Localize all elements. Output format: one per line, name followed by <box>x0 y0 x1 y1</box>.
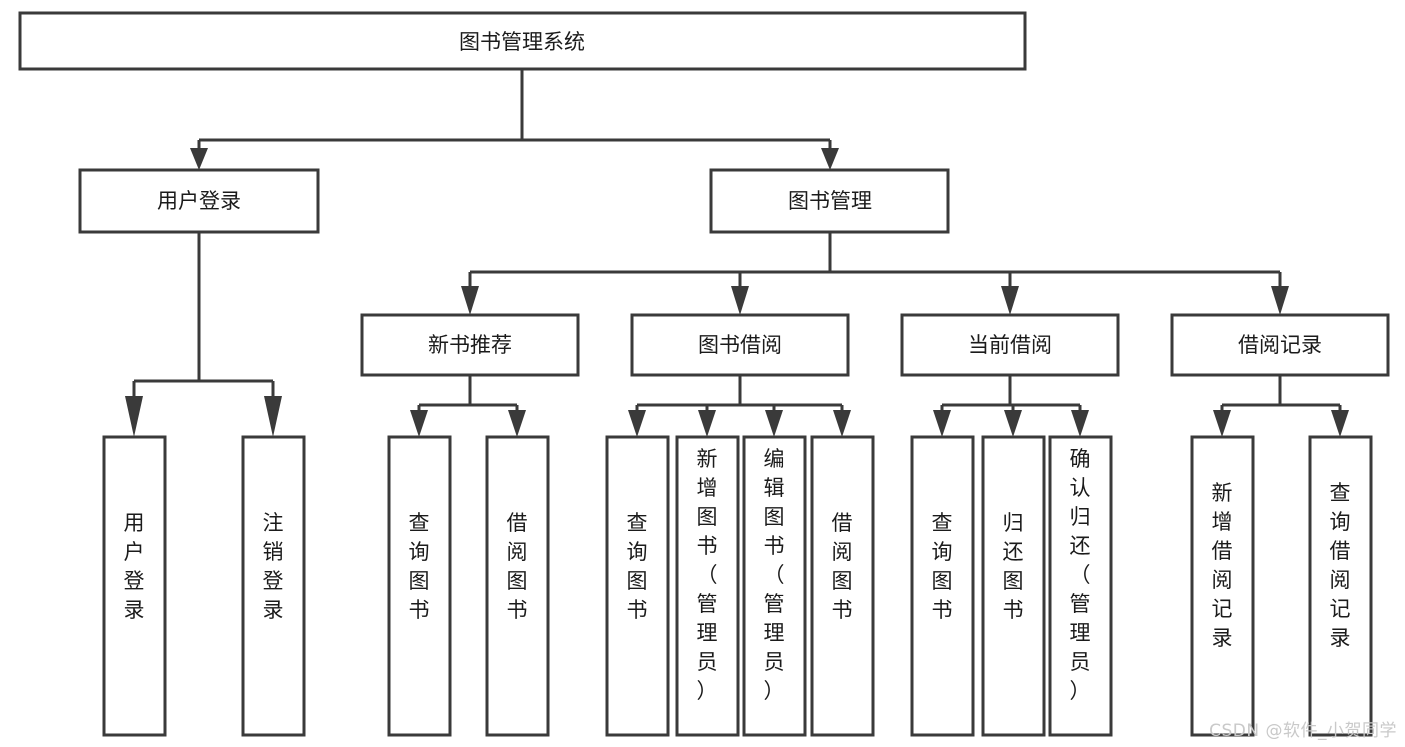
leaf-node[interactable]: 确认归还（管理员） <box>1048 435 1113 737</box>
node-borrow-records-box[interactable] <box>1170 313 1390 377</box>
arrow-new-books-leaf-1 <box>410 410 428 437</box>
leaf-search-book-current-label: 查询图书 <box>932 511 953 622</box>
arrow-borrow-leaf-4 <box>833 410 851 437</box>
leaf-node[interactable]: 查询图书 <box>605 435 670 737</box>
leaf-edit-book-admin-label: 编辑图书（管理员） <box>764 447 785 703</box>
arrow-borrow-leaf-1 <box>628 410 646 437</box>
node-root-system[interactable]: 图书管理系统 <box>18 11 1027 71</box>
leaf-return-book-label: 归还图书 <box>1003 511 1024 622</box>
arrow-current-leaf-2 <box>1004 410 1022 437</box>
arrow-current-leaf-3 <box>1071 410 1089 437</box>
leaf-node[interactable]: 用户登录 <box>102 435 167 737</box>
leaf-node[interactable]: 编辑图书（管理员） <box>742 435 807 737</box>
leaf-node[interactable]: 借阅图书 <box>810 435 875 737</box>
leaf-node[interactable]: 注销登录 <box>241 435 306 737</box>
node-borrow-records[interactable]: 借阅记录 <box>1170 313 1390 377</box>
arrow-user-login-leaf-2 <box>264 396 282 437</box>
node-root-system-label: 图书管理系统 <box>459 30 585 54</box>
arrow-records-leaf-1 <box>1213 410 1231 437</box>
leaf-user-login-box[interactable] <box>102 435 167 737</box>
leaf-user-login-label: 用户登录 <box>124 511 145 622</box>
leaf-node[interactable]: 查询借阅记录 <box>1308 435 1373 737</box>
arrow-root-to-book-mgmt <box>821 148 839 170</box>
node-book-borrow-box[interactable] <box>630 313 850 377</box>
leaf-add-book-admin-label: 新增图书（管理员） <box>697 447 718 703</box>
leaf-node[interactable]: 查询图书 <box>387 435 452 737</box>
leaf-add-borrow-record-label: 新增借阅记录 <box>1212 481 1233 650</box>
leaf-node[interactable]: 新增借阅记录 <box>1190 435 1255 737</box>
arrow-book-mgmt-borrow <box>731 286 749 315</box>
leaf-search-borrow-record-box[interactable] <box>1308 435 1373 737</box>
arrow-book-mgmt-records <box>1271 286 1289 315</box>
node-current-borrow-label: 当前借阅 <box>968 333 1052 357</box>
leaf-node[interactable]: 查询图书 <box>910 435 975 737</box>
arrow-book-mgmt-current <box>1001 286 1019 315</box>
node-book-borrow-label: 图书借阅 <box>698 333 782 357</box>
arrow-root-to-user-login <box>190 148 208 170</box>
arrow-records-leaf-2 <box>1331 410 1349 437</box>
arrow-borrow-leaf-3 <box>765 410 783 437</box>
leaf-borrow-book-box[interactable] <box>810 435 875 737</box>
node-root-system-box[interactable] <box>18 11 1027 71</box>
leaf-add-borrow-record-box[interactable] <box>1190 435 1255 737</box>
arrow-borrow-leaf-2 <box>698 410 716 437</box>
leaf-search-book-borrow-box[interactable] <box>605 435 670 737</box>
arrow-new-books-leaf-2 <box>508 410 526 437</box>
node-new-book-recommend-label: 新书推荐 <box>428 333 512 357</box>
leaf-node[interactable]: 新增图书（管理员） <box>675 435 740 737</box>
leaf-borrow-book-recommend-label: 借阅图书 <box>507 511 528 622</box>
arrow-current-leaf-1 <box>933 410 951 437</box>
node-new-book-recommend[interactable]: 新书推荐 <box>360 313 580 377</box>
leaf-return-book-box[interactable] <box>981 435 1046 737</box>
leaf-node[interactable]: 归还图书 <box>981 435 1046 737</box>
arrow-user-login-leaf-1 <box>125 396 143 437</box>
node-borrow-records-label: 借阅记录 <box>1238 333 1322 357</box>
node-book-management[interactable]: 图书管理 <box>709 168 950 234</box>
leaf-logout-box[interactable] <box>241 435 306 737</box>
leaf-edit-book-admin-box[interactable] <box>742 435 807 737</box>
leaf-logout-label: 注销登录 <box>263 511 284 622</box>
leaf-borrow-book-recommend-box[interactable] <box>485 435 550 737</box>
leaf-search-book-borrow-label: 查询图书 <box>627 511 648 622</box>
node-book-management-box[interactable] <box>709 168 950 234</box>
leaf-search-book-recommend-box[interactable] <box>387 435 452 737</box>
arrow-book-mgmt-new-books <box>461 286 479 315</box>
connector-layer <box>125 69 1349 437</box>
node-book-borrow[interactable]: 图书借阅 <box>630 313 850 377</box>
node-new-book-recommend-box[interactable] <box>360 313 580 377</box>
node-book-management-label: 图书管理 <box>788 189 872 213</box>
leaf-search-borrow-record-label: 查询借阅记录 <box>1330 481 1351 650</box>
node-user-login[interactable]: 用户登录 <box>78 168 320 234</box>
leaf-search-book-current-box[interactable] <box>910 435 975 737</box>
leaf-add-book-admin-box[interactable] <box>675 435 740 737</box>
node-user-login-label: 用户登录 <box>157 189 241 213</box>
node-current-borrow-box[interactable] <box>900 313 1120 377</box>
node-user-login-box[interactable] <box>78 168 320 234</box>
leaf-search-book-recommend-label: 查询图书 <box>409 511 430 622</box>
node-current-borrow[interactable]: 当前借阅 <box>900 313 1120 377</box>
leaf-confirm-return-admin-box[interactable] <box>1048 435 1113 737</box>
leaf-confirm-return-admin-label: 确认归还（管理员） <box>1070 447 1091 703</box>
leaf-borrow-book-label: 借阅图书 <box>832 511 853 622</box>
leaf-node[interactable]: 借阅图书 <box>485 435 550 737</box>
